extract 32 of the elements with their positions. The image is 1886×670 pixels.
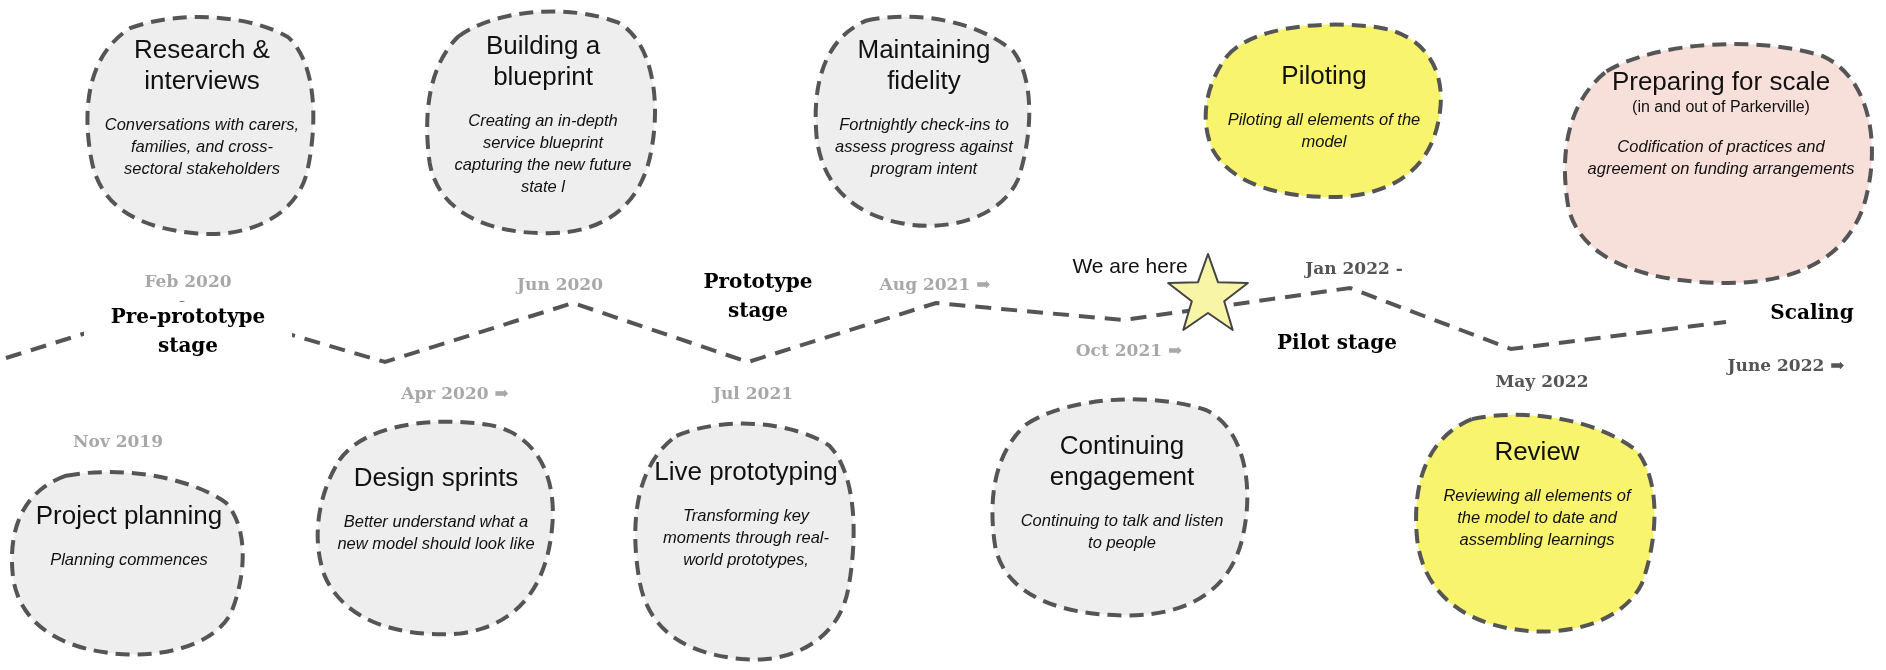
stage-title: Continuing engagement xyxy=(1048,430,1196,493)
stage-title: Project planning xyxy=(35,500,223,532)
date-label: Aug 2021 ➡ xyxy=(879,272,991,296)
date-label: Jul 2021 xyxy=(712,381,794,405)
stage-title: Building a blueprint xyxy=(484,30,602,93)
stage-description: Piloting all elements of the model xyxy=(1226,109,1422,152)
date-label: Jun 2020 xyxy=(517,272,603,296)
stage-subtitle: (in and out of Parkerville) xyxy=(1632,97,1810,118)
marker-label: We are here xyxy=(1072,252,1188,279)
stage-description: Conversations with carers, families, and cross-sectoral stakeholders xyxy=(104,114,300,179)
stage-title: Maintaining fidelity xyxy=(856,34,992,97)
date-label: Jan 2022 - xyxy=(1305,256,1403,280)
stage-description: Creating an in-depth service blueprint capturing the new future state l xyxy=(453,110,633,197)
stage-title: Preparing for scale xyxy=(1611,66,1831,98)
stage-title: Piloting xyxy=(1281,60,1367,92)
stage-description: Codification of practices and agreement on funding arrangements xyxy=(1586,136,1856,179)
date-label: Nov 2019 xyxy=(73,429,163,453)
stage-title: Design sprints xyxy=(353,462,519,494)
stage-description: Transforming key moments through real-world prototypes, xyxy=(662,505,830,570)
stage-description: Continuing to talk and listen to people xyxy=(1019,510,1225,554)
date-label: Oct 2021 ➡ xyxy=(1075,338,1183,362)
date-label: May 2022 xyxy=(1495,369,1589,393)
stage-title: Review xyxy=(1494,436,1580,468)
stage-description: Planning commences xyxy=(50,549,208,571)
stage-description: Reviewing all elements of the model to date and assembling learnings xyxy=(1442,485,1633,550)
stage-description: Fortnightly check-ins to assess progress against program intent xyxy=(834,114,1014,179)
stage-title: Research & interviews xyxy=(133,34,271,97)
stage-title: Live prototyping xyxy=(654,456,838,488)
date-label: Apr 2020 ➡ xyxy=(401,381,509,405)
stage-description: Better understand what a new model should look like xyxy=(337,511,535,554)
date-label: Feb 2020 xyxy=(144,269,232,293)
date-label: June 2022 ➡ xyxy=(1727,353,1845,377)
